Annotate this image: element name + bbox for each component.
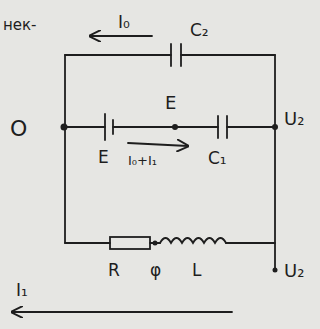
current-label: I₁ — [16, 282, 28, 299]
current-arrow — [12, 311, 232, 313]
capacitor-symbol — [171, 44, 181, 66]
wire — [64, 55, 66, 243]
capacitor-symbol — [218, 116, 227, 138]
wire — [65, 54, 275, 56]
voltage-label: U₂ — [284, 110, 304, 128]
partial-note: нек- — [3, 18, 37, 33]
source-label: E — [165, 94, 176, 112]
junction-dot — [273, 268, 278, 273]
battery-symbol — [105, 114, 113, 140]
voltage-label: U₂ — [284, 262, 304, 280]
wire — [274, 55, 276, 270]
current-label: I₀ — [118, 14, 130, 31]
inductor-symbol — [160, 238, 226, 243]
component-label: C₁ — [208, 150, 227, 167]
component-label: L — [192, 262, 201, 279]
current-label: I₀+I₁ — [128, 154, 157, 167]
node-label: φ — [150, 262, 161, 279]
node-label: O — [10, 118, 27, 140]
junction-dot — [61, 124, 68, 131]
current-arrow — [90, 35, 152, 37]
wire — [65, 126, 275, 128]
junction-dot — [172, 124, 178, 130]
component-label: R — [108, 262, 120, 279]
resistor-symbol — [110, 237, 150, 249]
current-arrow — [128, 143, 188, 146]
junction-dot — [153, 241, 158, 246]
source-label: E — [98, 149, 109, 166]
junction-dot — [272, 124, 278, 130]
component-label: C₂ — [190, 22, 209, 39]
